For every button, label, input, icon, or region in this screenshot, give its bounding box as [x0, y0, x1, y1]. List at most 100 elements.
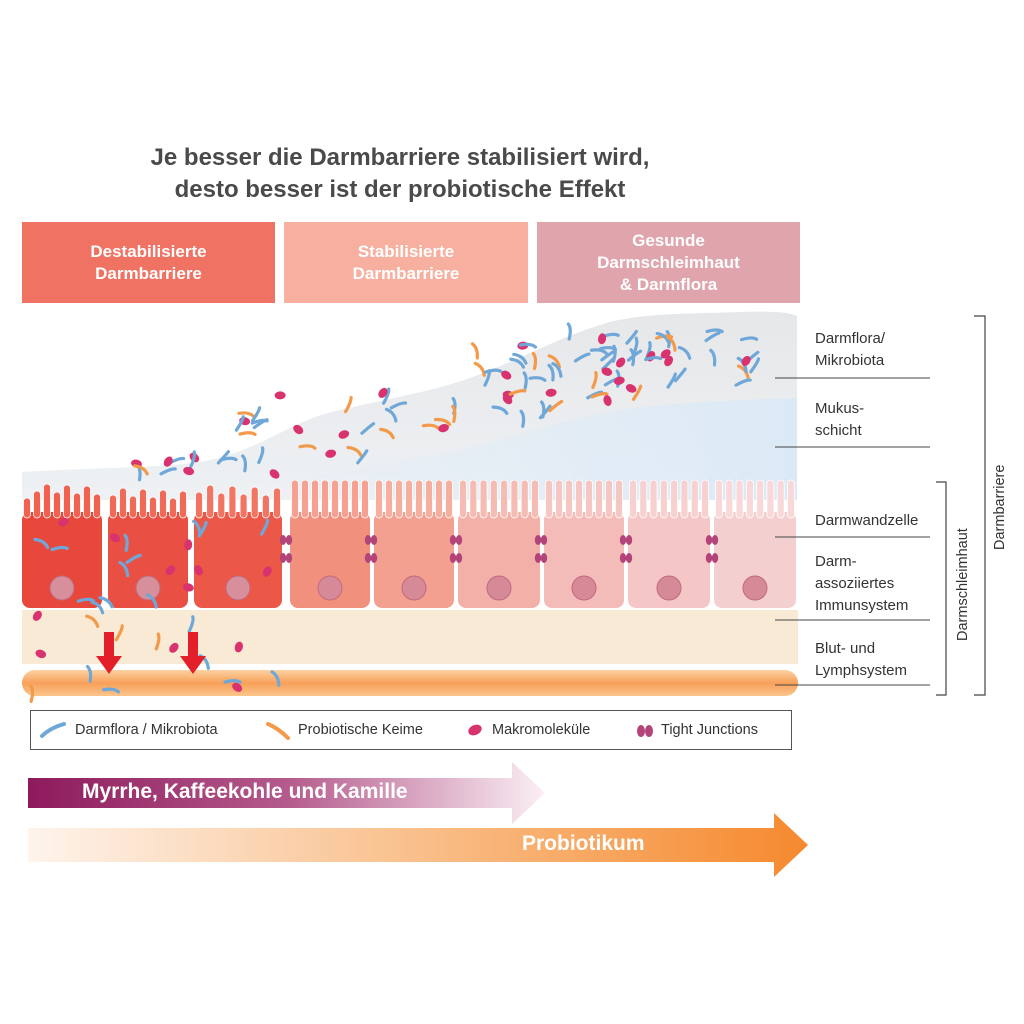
macromolecule-particle	[165, 565, 176, 576]
microbiota-particle	[566, 322, 572, 341]
cell-villus	[375, 479, 383, 519]
cell-villus	[510, 479, 519, 519]
microbiota-particle	[197, 520, 208, 538]
cell-body	[458, 512, 540, 608]
cell-villus	[83, 485, 91, 519]
cell-villus	[701, 479, 709, 519]
epithelial-cell	[22, 483, 102, 608]
microbiota-particle	[644, 355, 663, 362]
tight-junction	[364, 535, 378, 545]
tight-junction-icon	[637, 725, 653, 737]
macromolecule-icon	[468, 724, 482, 736]
probiotic-particle	[473, 361, 486, 377]
tight-junction	[449, 535, 463, 545]
probiotikum-arrow-label: Probiotikum	[522, 832, 645, 855]
macromolecule-particle	[183, 583, 194, 592]
cell-villus	[405, 479, 413, 519]
cell-villus	[217, 492, 226, 519]
microbiota-particle	[600, 349, 616, 362]
microbiota-particle	[189, 450, 197, 469]
probiotic-particle	[298, 444, 317, 450]
microbiota-particle	[629, 348, 636, 367]
macromolecule-particle	[293, 424, 304, 435]
cell-villus	[33, 490, 41, 519]
microbiota-particle	[102, 687, 121, 694]
cell-villus	[228, 485, 237, 519]
microbiota-particle	[223, 679, 242, 684]
cell-villus	[385, 479, 393, 519]
microbiota-particle	[483, 368, 503, 374]
myrrhe-arrow	[28, 762, 545, 824]
cell-villus	[179, 490, 187, 519]
microbiota-particle	[625, 329, 638, 345]
tight-junction	[705, 553, 719, 563]
microbiota-particle	[384, 407, 398, 423]
cell-villus	[341, 479, 349, 519]
macromolecule-particle	[269, 469, 280, 479]
probiotic-particle	[238, 431, 257, 437]
stage-label-line: Destabilisierte	[90, 241, 207, 261]
cell-body	[290, 512, 370, 608]
microbiota-particle	[85, 664, 93, 683]
cell-villus	[169, 497, 177, 519]
epithelial-cell	[714, 479, 796, 608]
label-mukus: Mukus- schicht	[815, 398, 864, 442]
label-line: assoziiertes	[815, 575, 895, 592]
tight-junction	[534, 535, 548, 545]
cell-villus	[690, 479, 699, 519]
microbiota-particle	[259, 518, 270, 536]
probiotic-particle	[379, 427, 395, 440]
probiotic-particle	[548, 399, 564, 413]
microbiota-particle	[528, 376, 547, 382]
microbiota-particle	[632, 336, 639, 355]
cell-villus	[93, 493, 101, 519]
cell-villus	[735, 479, 744, 519]
microbiota-particle	[98, 596, 114, 609]
stage-label-line: Darmbarriere	[352, 263, 460, 283]
epithelial-cell	[544, 479, 624, 608]
cell-villus	[715, 479, 723, 519]
microbiota-particle	[356, 449, 369, 465]
cell-nucleus	[49, 575, 75, 601]
cell-villus	[261, 494, 270, 519]
microbiota-particle	[512, 352, 528, 365]
label-line: Darm-	[815, 553, 857, 570]
label-immunsystem: Darm- assoziiertes Immunsystem	[815, 551, 908, 617]
epithelial-cell	[458, 479, 540, 608]
particles	[29, 322, 761, 703]
epithelial-cell	[290, 479, 370, 608]
probiotic-particle	[344, 396, 353, 414]
probiotic-particle	[114, 624, 124, 642]
microbiota-particle	[145, 593, 158, 609]
macromolecule-particle	[338, 430, 350, 439]
macromolecule-particle	[613, 376, 625, 385]
probiotic-particle	[508, 389, 527, 396]
cell-villus	[670, 479, 679, 519]
cell-nucleus	[742, 575, 768, 601]
legend-label-macromolecule: Makromoleküle	[492, 722, 591, 738]
stage-label-line: & Darmflora	[619, 274, 718, 294]
macromolecule-particle	[169, 642, 179, 653]
cell-villus	[425, 479, 433, 519]
probiotic-particle	[591, 371, 598, 390]
epithelial-cell	[194, 484, 282, 608]
microbiota-particle	[270, 670, 281, 687]
leak-arrow	[96, 632, 122, 674]
macromolecule-particle	[163, 456, 173, 467]
microbiota-particle	[551, 361, 563, 378]
cell-villus	[787, 479, 795, 519]
stage-box-healthy: Gesunde Darmschleimhaut & Darmflora	[537, 222, 800, 303]
legend-label-microbiota: Darmflora / Mikrobiota	[75, 722, 218, 738]
microbiota-particle	[50, 545, 69, 552]
cell-body	[108, 512, 188, 608]
microbiota-particle	[118, 561, 130, 578]
cell-nucleus	[571, 575, 597, 601]
epithelial-cell	[374, 479, 454, 608]
cell-villus	[331, 479, 339, 519]
label-line: Mukus-	[815, 400, 865, 417]
legend: Darmflora / Mikrobiota Probiotische Keim…	[30, 710, 792, 750]
cell-villus	[311, 479, 319, 519]
cell-villus	[273, 487, 281, 519]
